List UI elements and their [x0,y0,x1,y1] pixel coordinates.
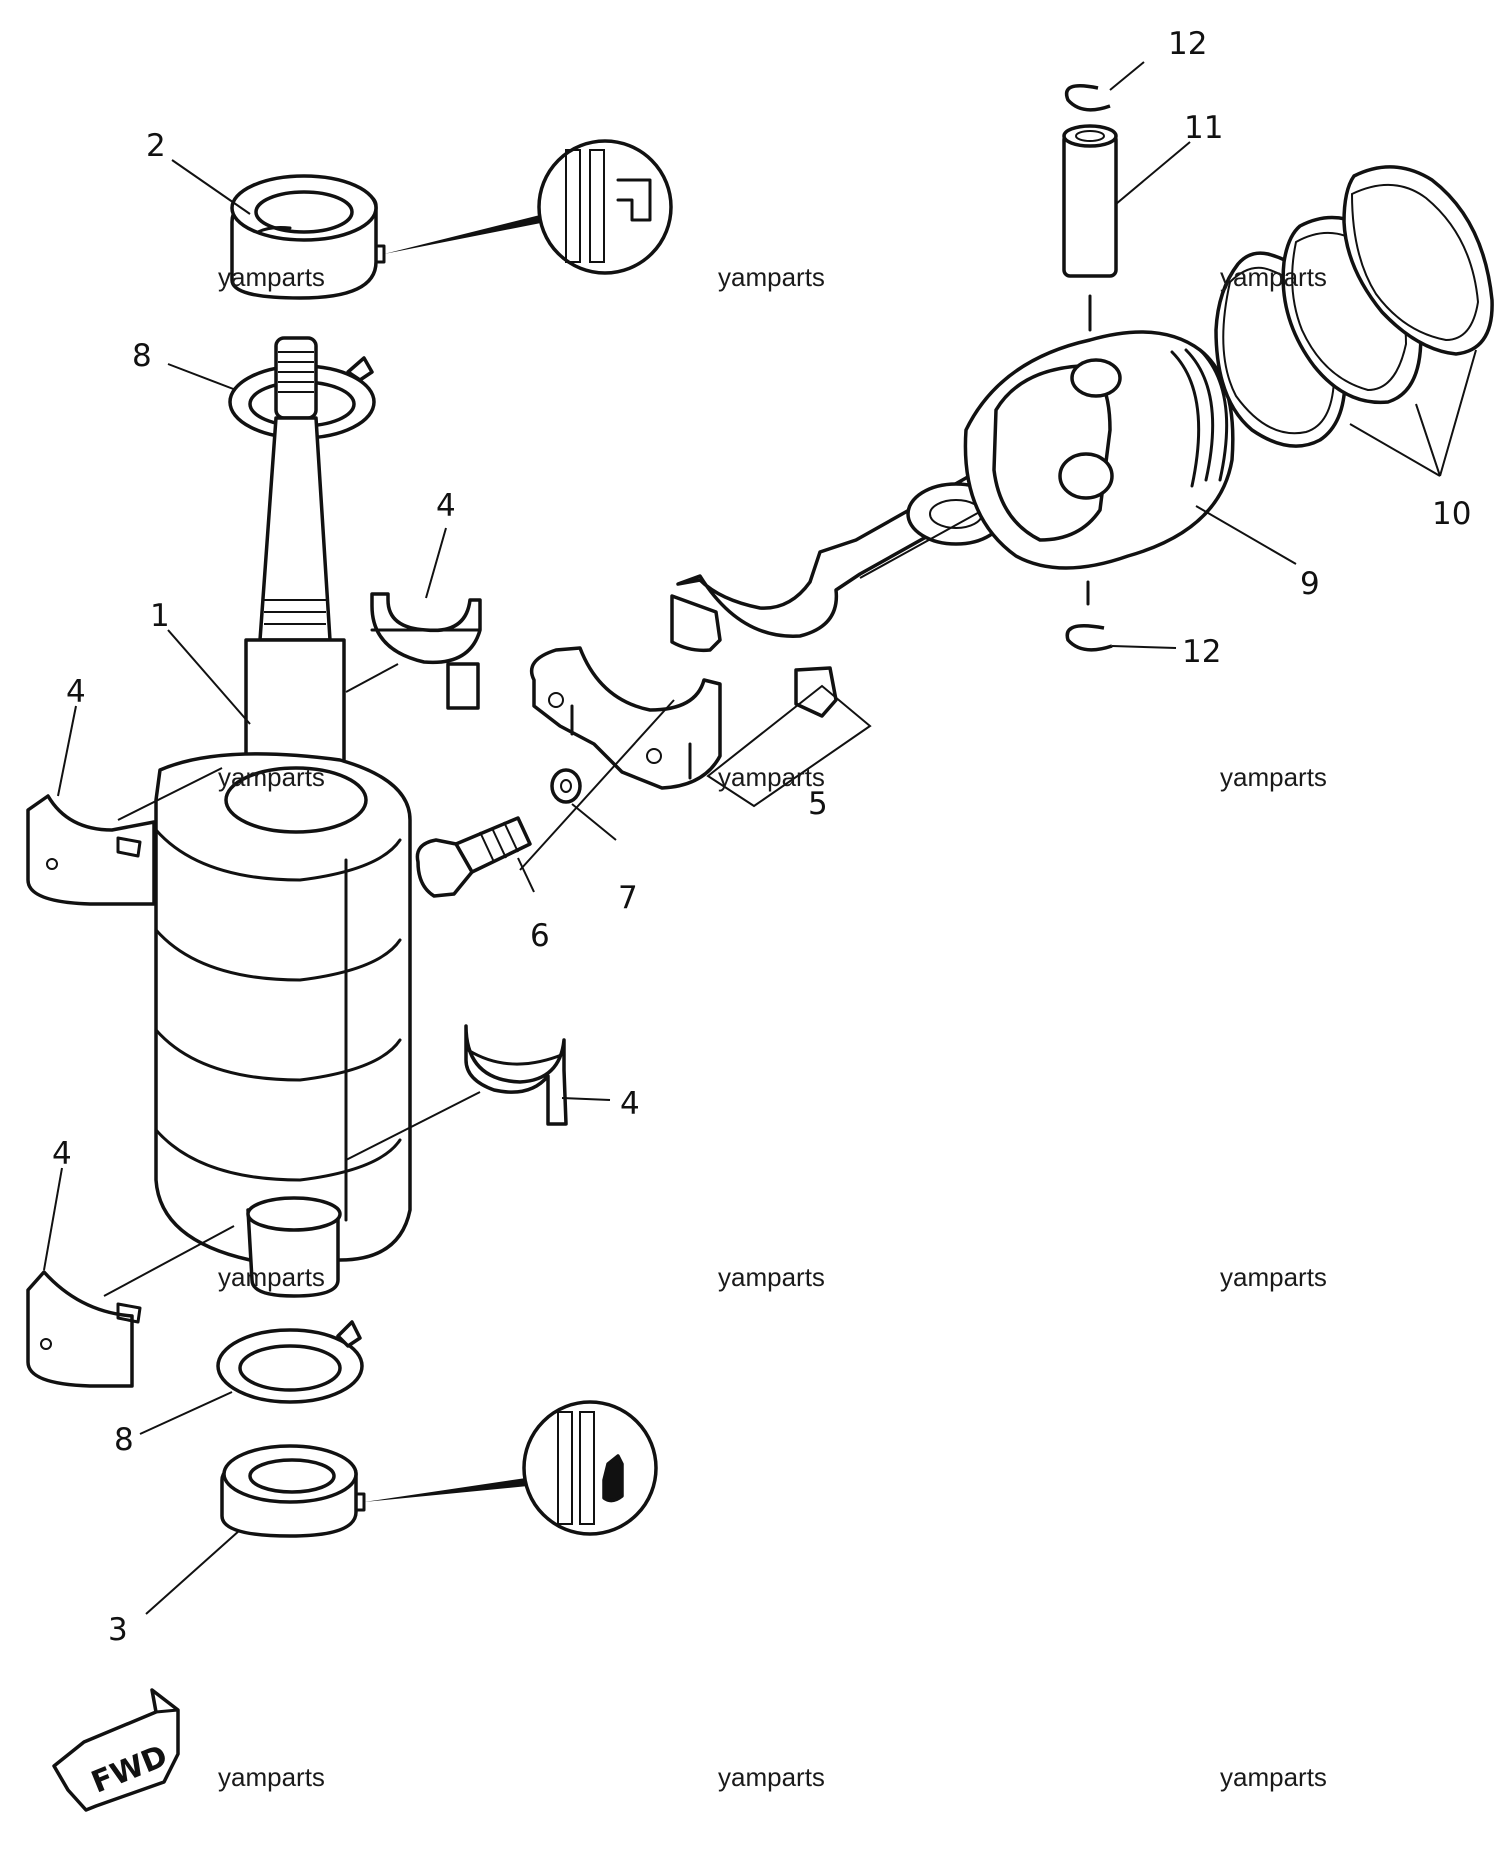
leader-lines [43,61,1477,1615]
connecting-rod[interactable] [670,469,1012,718]
watermark: yamparts [218,762,325,792]
watermark: yamparts [1220,1262,1327,1292]
rod-bolt[interactable] [415,816,532,898]
watermark: yamparts [718,1262,825,1292]
main-bearing-upper-left[interactable] [26,794,156,906]
callout-1: 1 [150,598,170,634]
main-bearing-upper-right[interactable] [370,592,482,710]
rod-washer[interactable] [550,768,582,804]
watermark: yamparts [218,1262,325,1292]
callout-6: 6 [530,918,550,954]
thrust-washer-bottom[interactable] [216,1320,364,1404]
piston-pin-clip-bottom[interactable] [1065,580,1113,652]
main-bearing-lower-right[interactable] [464,1024,568,1126]
callout-5: 5 [808,786,828,822]
watermark: yamparts [1220,762,1327,792]
grease-detail-bottom [356,1400,658,1536]
watermark: yamparts [218,262,325,292]
watermark: yamparts [218,1762,325,1792]
callout-4-upper-right: 4 [436,488,456,524]
oil-seal-bottom[interactable] [220,1444,358,1538]
callout-9: 9 [1300,566,1320,602]
fwd-arrow-icon: FWD [52,1688,180,1812]
watermark: yamparts [1220,262,1327,292]
callout-12-top: 12 [1168,26,1207,62]
callout-4-lower-right: 4 [620,1086,640,1122]
piston-pin-clip-top[interactable] [1064,84,1111,112]
watermark: yamparts [718,762,825,792]
crankshaft[interactable] [154,336,412,1298]
watermark: yamparts [718,262,825,292]
callout-11: 11 [1184,110,1223,146]
callout-8-top: 8 [132,338,152,374]
callout-4-upper-left: 4 [66,674,86,710]
callout-8-bottom: 8 [114,1422,134,1458]
grease-detail-top [376,139,673,275]
callouts: 2 8 1 4 4 5 7 6 4 4 8 3 12 11 10 9 12 [52,26,1471,1648]
callout-10: 10 [1432,496,1471,532]
piston[interactable] [963,330,1235,570]
callout-12-bottom: 12 [1182,634,1221,670]
piston-pin[interactable] [1062,124,1118,332]
rod-cap[interactable] [529,646,722,790]
watermark: yamparts [1220,1762,1327,1792]
watermark: yamparts [718,1762,825,1792]
main-bearing-lower-left[interactable] [26,1270,142,1388]
callout-7: 7 [618,880,638,916]
callout-3: 3 [108,1612,128,1648]
callout-4-lower-left: 4 [52,1136,72,1172]
oil-seal-top[interactable] [230,174,378,300]
callout-2: 2 [146,128,166,164]
piston-ring-3[interactable] [1342,165,1494,356]
